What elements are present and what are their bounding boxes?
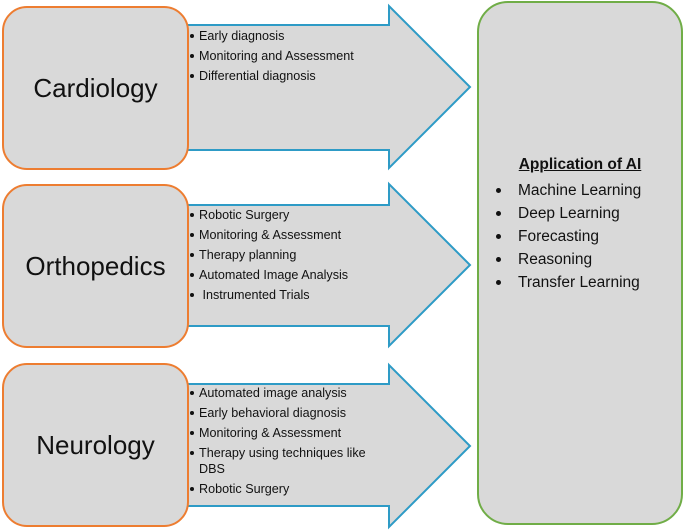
neurology-box [2,363,189,527]
list-item: Deep Learning [495,202,641,225]
neurology-applications-list: Automated image analysis Early behaviora… [189,383,389,499]
orthopedics-arrow [186,181,472,349]
neurology-label: Neurology [36,429,155,460]
list-item: Differential diagnosis [189,66,389,86]
list-item: Instrumented Trials [189,285,389,305]
list-item: Automated Image Analysis [189,265,389,285]
ai-box [477,1,683,525]
list-item: Transfer Learning [495,271,641,294]
cardiology-arrow [186,3,472,171]
orthopedics-applications-list: Robotic Surgery Monitoring & Assessment … [189,205,389,305]
list-item: Robotic Surgery [189,479,389,499]
ai-title: Application of AI [518,156,642,173]
list-item: Early diagnosis [189,26,389,46]
list-item: Early behavioral diagnosis [189,403,389,423]
list-item: Monitoring & Assessment [189,423,389,443]
list-item: Reasoning [495,248,641,271]
neurology-arrow [186,362,472,530]
ai-methods-list: Machine Learning Deep Learning Forecasti… [495,179,641,294]
list-item: Forecasting [495,225,641,248]
cardiology-box [2,6,189,170]
list-item: Automated image analysis [189,383,389,403]
cardiology-label: Cardiology [33,72,158,103]
list-item: Therapy using techniques like DBS [189,443,389,479]
list-item: Monitoring & Assessment [189,225,389,245]
orthopedics-label: Orthopedics [25,250,166,281]
list-item: Therapy planning [189,245,389,265]
orthopedics-box [2,184,189,348]
list-item: Robotic Surgery [189,205,389,225]
list-item: Monitoring and Assessment [189,46,389,66]
cardiology-applications-list: Early diagnosis Monitoring and Assessmen… [189,26,389,86]
list-item: Machine Learning [495,179,641,202]
